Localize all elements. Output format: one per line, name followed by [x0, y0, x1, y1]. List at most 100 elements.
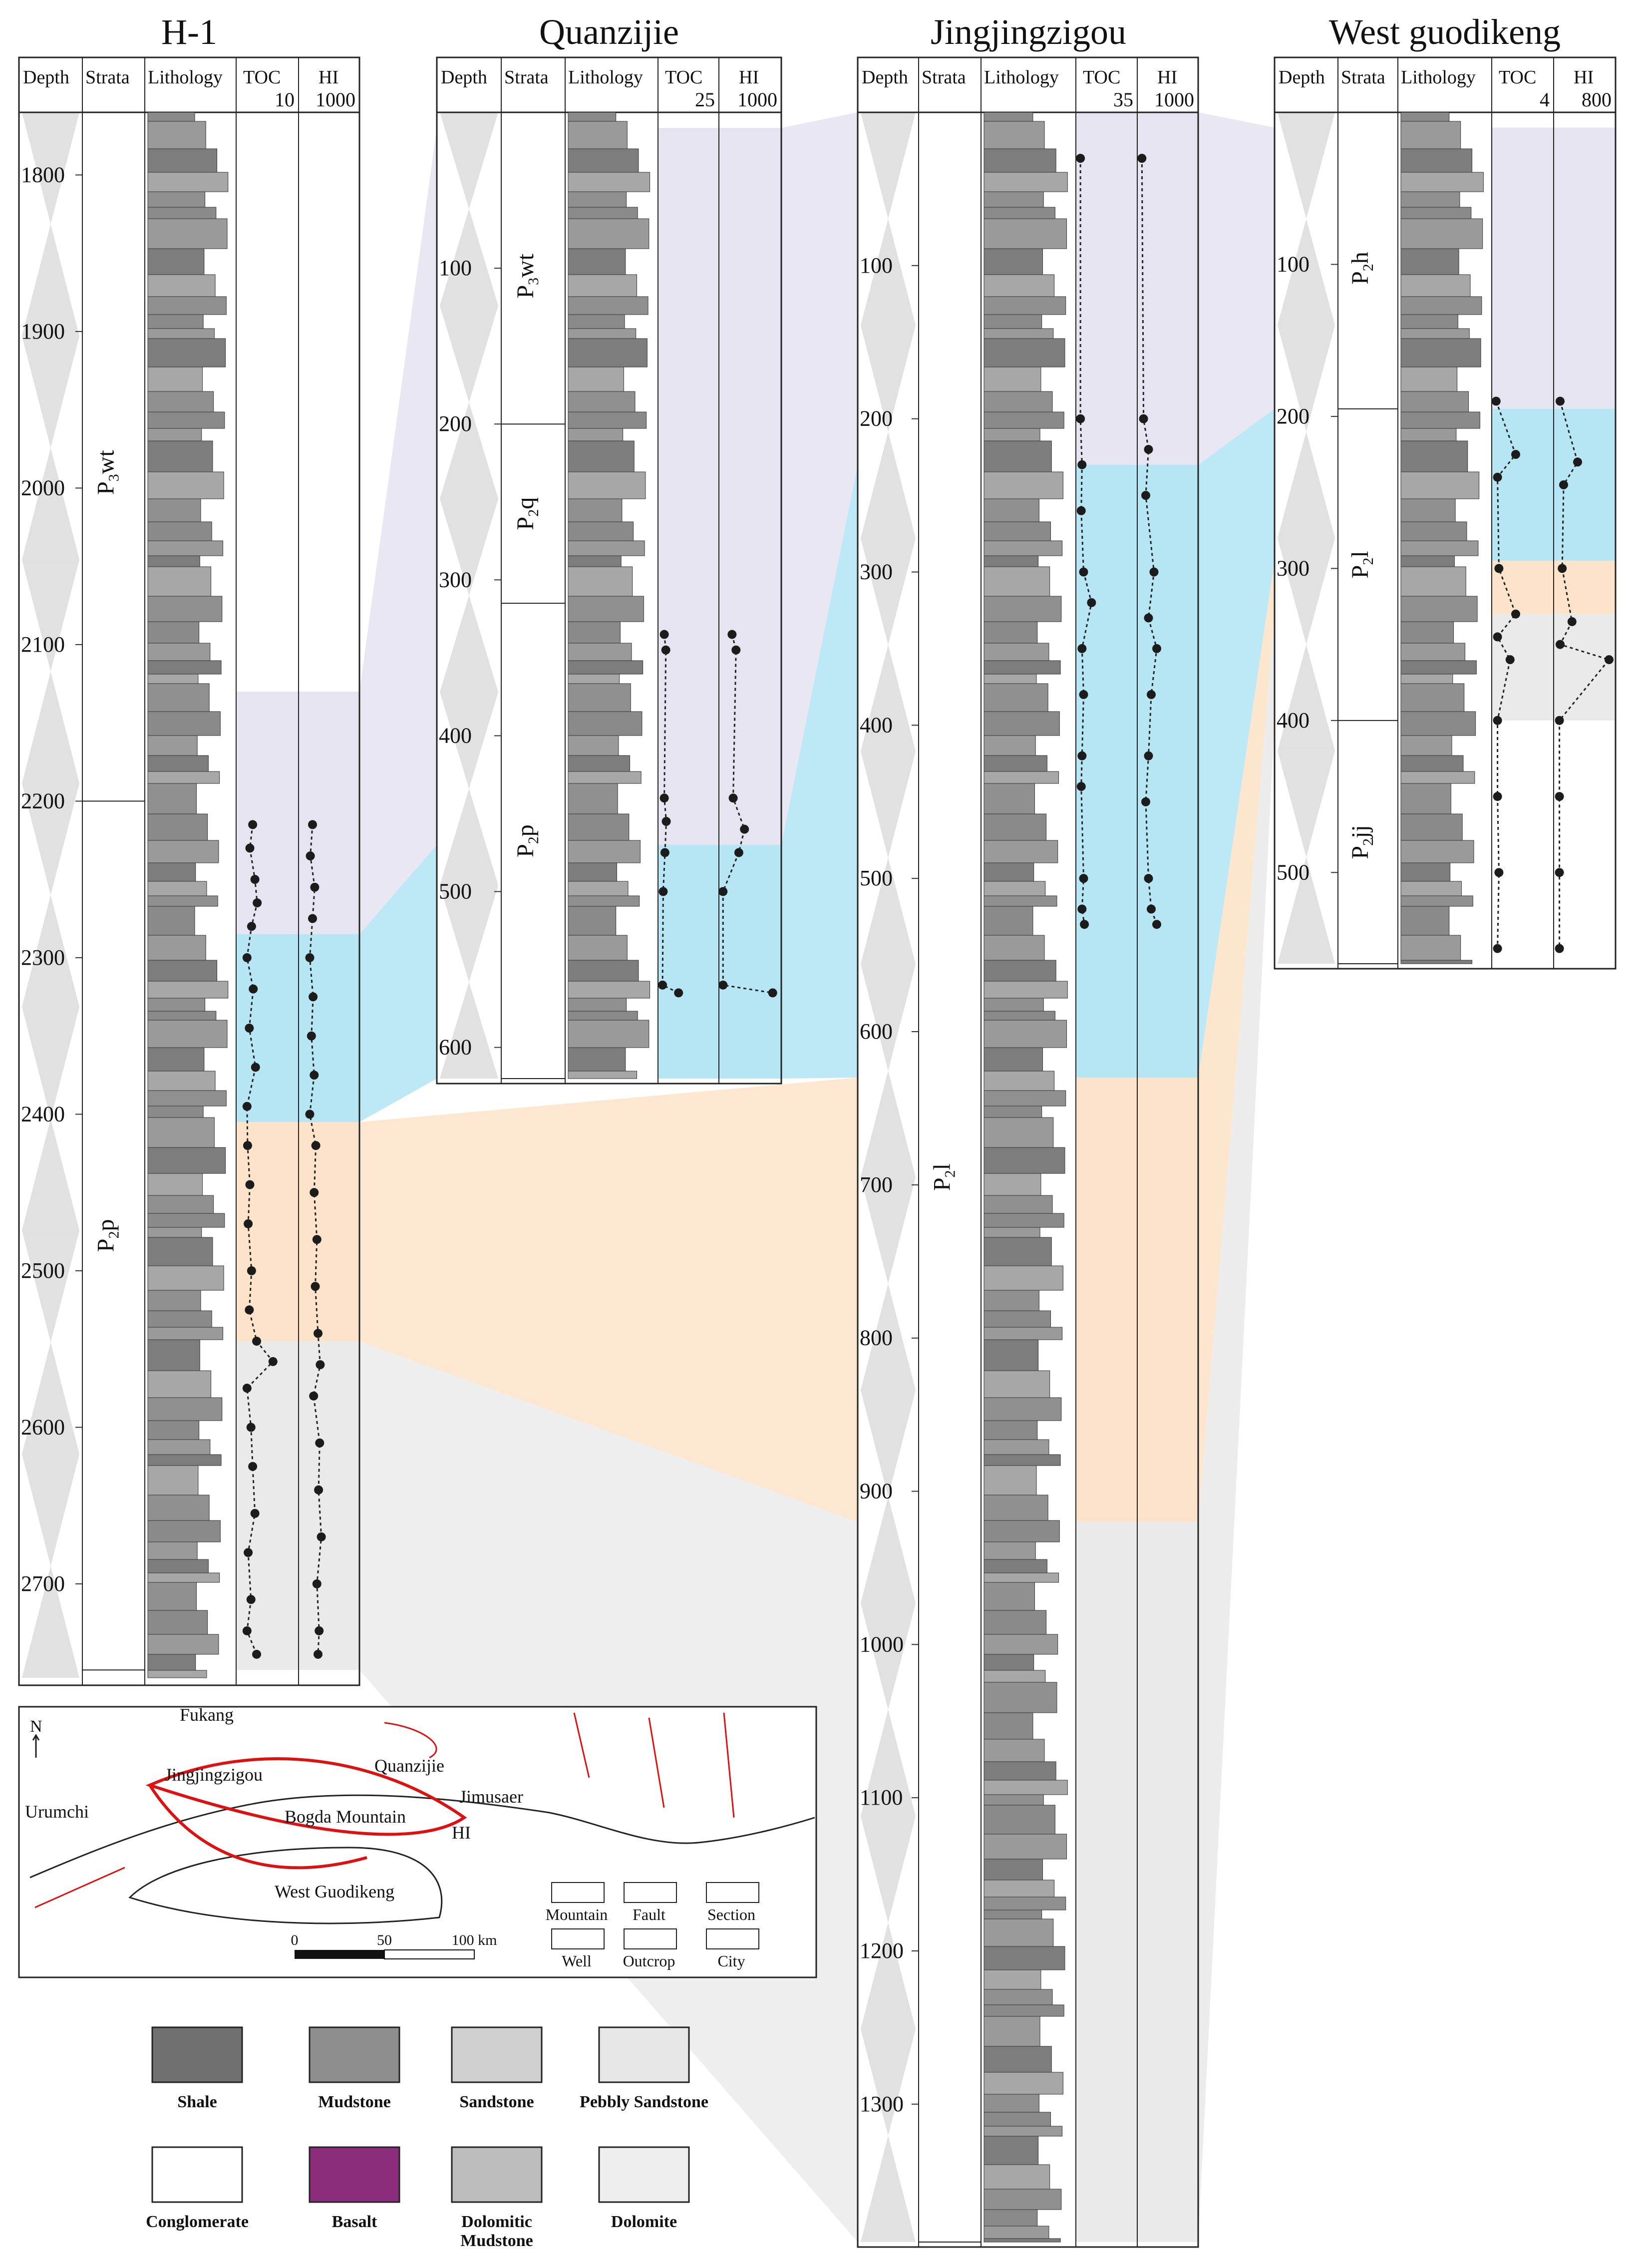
- toc-point: [658, 980, 667, 990]
- zone-orange: [236, 1122, 359, 1341]
- section-title: Jingjingzigou: [931, 12, 1126, 52]
- north-arrow-label: N: [30, 1717, 42, 1736]
- strata-label: P2h: [1347, 252, 1376, 285]
- hi-point: [1555, 944, 1564, 953]
- map-place-label: Urumchi: [25, 1802, 89, 1822]
- lithology-bed: [147, 1420, 200, 1440]
- lithology-bed: [983, 981, 1068, 999]
- header-row: [857, 56, 1199, 113]
- depth-tick-label: 100: [860, 253, 893, 278]
- hi-point: [1144, 445, 1153, 454]
- lithology-bed: [147, 813, 208, 841]
- map-place-label: Jingjingzigou: [165, 1765, 263, 1785]
- toc-point: [252, 1336, 262, 1346]
- lithology-bed: [983, 906, 1033, 936]
- lithology-bed: [147, 1670, 207, 1678]
- lithology-bed: [147, 521, 212, 541]
- band-quanzijie-jingjingzigou-blue: [781, 464, 858, 1079]
- toc-point: [252, 1649, 262, 1659]
- lithology-bed: [147, 755, 209, 772]
- depth-tick-label: 1900: [21, 319, 65, 344]
- scale-bar-white: [384, 1949, 475, 1959]
- lithology-bed: [568, 367, 624, 392]
- lithology-bed: [983, 1327, 1063, 1340]
- depth-tick-label: 300: [439, 567, 472, 592]
- lithology-bed: [983, 1011, 1055, 1021]
- lithology-bed: [568, 498, 623, 522]
- toc-point: [1494, 564, 1504, 573]
- map-legend-label: Outcrop: [623, 1952, 675, 1970]
- lithology-bed: [568, 207, 638, 219]
- depth-hourglass: [861, 1816, 916, 2029]
- lithology-bed: [983, 191, 1044, 208]
- lithology-bed: [983, 1670, 1046, 1683]
- lithology-bed: [568, 660, 644, 675]
- lithology-bed: [568, 981, 651, 999]
- map-legend-swatch: [624, 1882, 677, 1903]
- toc-point: [1079, 874, 1088, 883]
- depth-tick-label: 400: [439, 723, 472, 748]
- scale-bar-black: [295, 1950, 384, 1959]
- lithology-bed: [983, 1634, 1058, 1655]
- lithology-bed: [568, 121, 628, 149]
- lithology-bed: [568, 755, 631, 772]
- toc-point: [1493, 716, 1502, 725]
- lithology-bed: [983, 1610, 1047, 1635]
- lithology-bed: [147, 328, 215, 339]
- depth-tick-label: 200: [439, 411, 472, 436]
- lithology-bed: [983, 1227, 1040, 1238]
- toc-point: [249, 984, 258, 994]
- lithology-bed: [1400, 960, 1473, 964]
- lithology-bed: [983, 1780, 1068, 1795]
- lithology-bed: [147, 1370, 212, 1398]
- lithology-bed: [1400, 735, 1452, 756]
- toc-point: [245, 1180, 255, 1189]
- lithology-bed: [568, 906, 617, 936]
- lithology-bed: [147, 566, 212, 597]
- lithology-bed: [983, 1454, 1061, 1466]
- hi-point: [315, 1626, 324, 1635]
- depth-hourglass: [22, 783, 79, 1007]
- lithology-bed: [983, 367, 1041, 392]
- lithology-bed: [1400, 783, 1451, 814]
- lithology-bed: [983, 428, 1040, 441]
- legend-label: Basalt: [332, 2213, 377, 2231]
- lithology-bed: [147, 862, 196, 882]
- depth-tick-label: 2400: [21, 1102, 65, 1126]
- depth-tick-label: 100: [1277, 252, 1309, 276]
- lithology-bed: [147, 1339, 200, 1371]
- hi-point: [734, 848, 743, 857]
- lithology-bed: [983, 274, 1055, 297]
- lithology-bed: [983, 2209, 1038, 2227]
- depth-hourglass: [440, 112, 498, 306]
- depth-hourglass: [861, 1603, 916, 1816]
- lithology-bed: [1400, 411, 1480, 429]
- lithology-bed: [983, 1582, 1035, 1611]
- lithology-bed: [1400, 711, 1476, 736]
- lithology-bed: [983, 596, 1062, 622]
- lithology-bed: [147, 248, 205, 275]
- hi-point: [740, 824, 749, 834]
- depth-tick-label: 800: [860, 1326, 893, 1350]
- lithology-bed: [147, 1310, 212, 1328]
- hi-point: [1141, 491, 1150, 500]
- lithology-bed: [147, 1020, 228, 1048]
- toc-point: [1076, 782, 1086, 791]
- lithology-bed: [568, 1011, 638, 1021]
- depth-tick-label: 200: [860, 406, 893, 431]
- lithology-bed: [983, 1397, 1062, 1421]
- mountain-outline: [29, 1794, 815, 1879]
- legend-label: Dolomite: [611, 2213, 677, 2231]
- lithology-bed: [568, 112, 617, 122]
- depth-tick-label: 2300: [21, 945, 65, 970]
- section-title: H-1: [161, 12, 217, 52]
- lithology-bed: [147, 783, 197, 814]
- lithology-bed: [147, 1454, 222, 1466]
- hi-point: [305, 953, 315, 962]
- hi-point: [1149, 567, 1159, 577]
- band-jingjingzigou-westguodikeng-purple: [1198, 112, 1275, 465]
- lithology-bed: [568, 813, 630, 841]
- depth-hourglass: [861, 2029, 916, 2242]
- depth-hourglass: [861, 1177, 916, 1390]
